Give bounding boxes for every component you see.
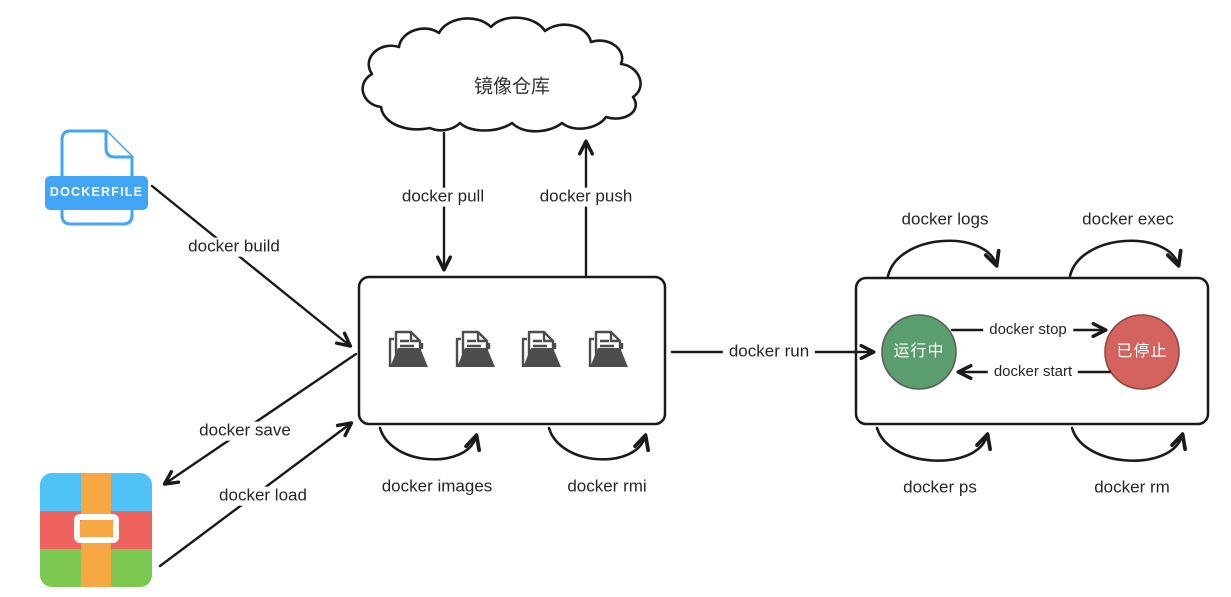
docker-start-label: docker start	[987, 363, 1079, 381]
dockerfile-icon	[45, 129, 148, 226]
dockerfile-banner-label: DOCKERFILE	[49, 185, 144, 200]
registry-cloud	[361, 16, 642, 133]
docker-pull-label: docker pull	[395, 187, 491, 207]
docker-logs-arc	[886, 239, 1001, 278]
docker-rmi-label: docker rmi	[567, 476, 647, 496]
docker-build-arrow	[150, 184, 353, 348]
dockerfile-banner	[45, 176, 148, 210]
docker-logs-label: docker logs	[901, 209, 989, 229]
docker-stop-label: docker stop	[983, 321, 1073, 339]
running-state-circle	[881, 314, 957, 390]
docker-exec-arc	[1068, 239, 1183, 278]
docker-save-arrow	[162, 352, 358, 486]
docker-ps-arc	[875, 426, 992, 462]
docker-images-arc	[378, 426, 481, 461]
docker-images-label: docker images	[381, 476, 493, 496]
package-buckle	[74, 514, 119, 543]
stopped-state-circle	[1104, 314, 1180, 390]
docker-build-label: docker build	[182, 237, 286, 257]
registry-cloud-label: 镜像仓库	[473, 76, 551, 98]
docker-rm-arc	[1070, 426, 1187, 462]
docker-rm-label: docker rm	[1094, 477, 1170, 497]
running-state-label: 运行中	[893, 343, 945, 361]
stopped-state-label: 已停止	[1116, 343, 1168, 361]
docker-load-label: docker load	[213, 486, 313, 506]
docker-rmi-arc	[547, 426, 650, 461]
docker-save-label: docker save	[193, 421, 297, 441]
images-box	[357, 275, 667, 426]
docker-ps-label: docker ps	[903, 477, 977, 497]
docker-exec-label: docker exec	[1082, 209, 1174, 229]
package-icon	[40, 473, 152, 587]
docker-run-label: docker run	[722, 342, 816, 362]
docker-push-label: docker push	[533, 187, 639, 207]
